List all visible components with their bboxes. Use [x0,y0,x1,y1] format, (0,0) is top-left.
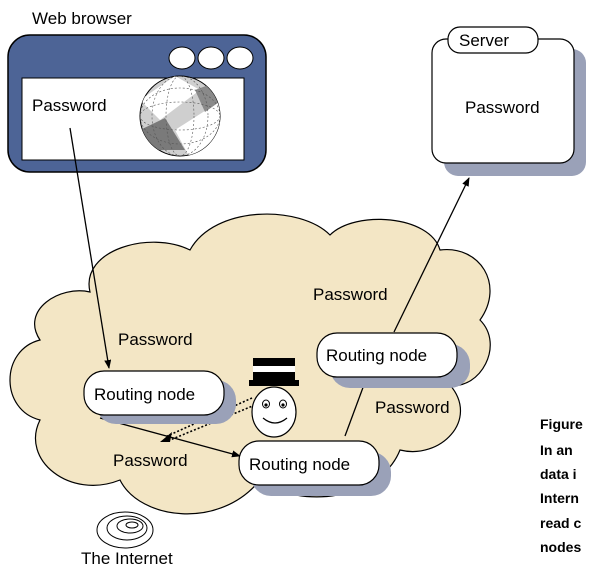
server-title: Server [459,31,509,50]
routing-node-3 [316,332,470,388]
arrow-node3-to-server [393,177,470,333]
spiral-icon [96,511,154,549]
browser-password-label: Password [32,96,107,115]
arrow-browser-to-node1 [69,127,112,369]
internet-cloud [9,213,491,515]
routing-node-1 [83,370,236,424]
eavesdrop-arrowhead [160,432,172,442]
caption-line: Intern [540,490,579,506]
server-password-label: Password [465,98,540,117]
routing-node-2 [238,440,391,496]
eavesdropper-icon [249,358,299,438]
caption-line: read c [540,515,581,531]
caption-line: data i [540,466,577,482]
password-packet-3: Password [375,398,450,417]
routing-node-3-label: Routing node [326,346,427,365]
caption-line: In an [540,442,573,458]
password-packet-1: Password [118,330,193,349]
window-control-icon [168,46,254,70]
server-box [431,26,586,176]
internet-label: The Internet [81,549,173,568]
caption-line: nodes [540,539,581,555]
figure-caption: Figure In an data i Intern read c nodes [540,416,583,555]
routing-node-1-label: Routing node [94,385,195,404]
caption-line: Figure [540,416,583,432]
password-packet-4: Password [113,451,188,470]
routing-node-2-label: Routing node [249,455,350,474]
web-browser-title: Web browser [32,9,132,28]
password-packet-2: Password [313,285,388,304]
